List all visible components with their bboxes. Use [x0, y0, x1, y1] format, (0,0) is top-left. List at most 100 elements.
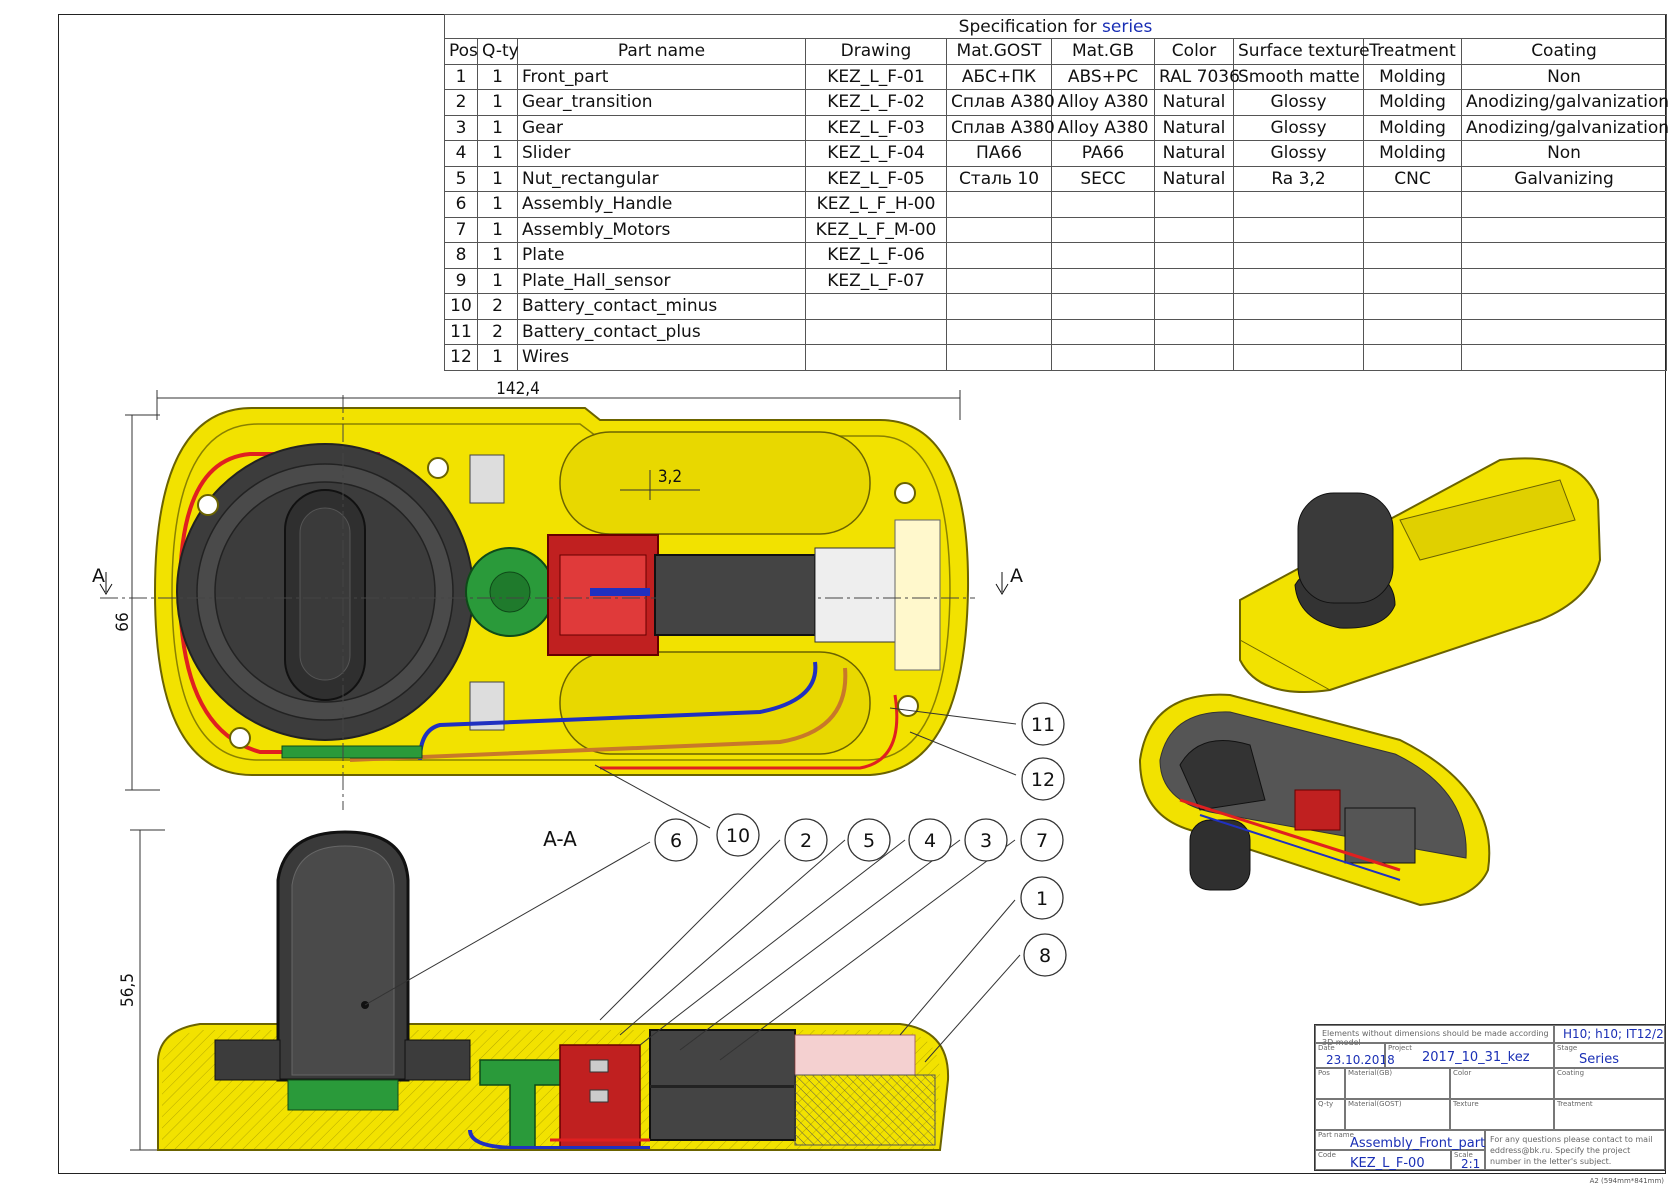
- spec-cell-texture: [1233, 293, 1364, 320]
- dim-width: 142,4: [496, 379, 540, 399]
- tb-material-gb-cell: Material(GB): [1345, 1068, 1450, 1099]
- spec-cell-treatment: CNC: [1363, 165, 1462, 192]
- spec-cell-color: [1154, 318, 1234, 345]
- header-drawing: Drawing: [805, 38, 947, 65]
- spec-cell-treatment: Molding: [1363, 63, 1462, 90]
- spec-cell-name: Wires: [517, 344, 806, 371]
- tb-date-label: Date: [1318, 1044, 1335, 1052]
- tb-contact: For any questions please contact to mail…: [1490, 1135, 1653, 1166]
- spec-cell-gb: ABS+PC: [1051, 63, 1155, 90]
- spec-cell-drawing: [805, 344, 947, 371]
- tb-texture-cell: Texture: [1450, 1099, 1554, 1130]
- tb-stage-cell: Stage Series: [1554, 1043, 1665, 1068]
- tb-pos-label: Pos: [1318, 1069, 1330, 1077]
- tb-texture-label: Texture: [1453, 1100, 1479, 1108]
- iso-view-cutaway: [1138, 693, 1491, 907]
- tb-scale: 2:1: [1461, 1157, 1481, 1171]
- balloon-label: 11: [1031, 714, 1055, 736]
- tb-tolerance: H10; h10; IT12/2: [1563, 1027, 1664, 1041]
- spec-cell-treatment: Molding: [1363, 89, 1462, 116]
- spec-cell-coating: [1460, 344, 1668, 371]
- balloon-label: 10: [726, 825, 750, 847]
- tb-qty-cell: Q-ty: [1315, 1099, 1345, 1130]
- plan-view: [100, 395, 975, 810]
- balloon-label: 12: [1031, 769, 1055, 791]
- spec-cell-gost: АБС+ПК: [946, 63, 1052, 90]
- plate: [281, 745, 423, 759]
- spec-title-value: series: [1102, 16, 1153, 37]
- tb-material-gost-label: Material(GOST): [1348, 1100, 1402, 1108]
- spec-cell-qty: 1: [477, 165, 518, 192]
- spec-cell-gb: SECC: [1051, 165, 1155, 192]
- tb-treatment-cell: Treatment: [1554, 1099, 1665, 1130]
- tb-pos-cell: Pos: [1315, 1068, 1345, 1099]
- spec-cell-coating: [1460, 191, 1668, 218]
- balloon-circle: [1020, 876, 1064, 920]
- tb-stage: Series: [1579, 1052, 1619, 1067]
- tb-date-cell: Date 23.10.2018: [1315, 1043, 1395, 1068]
- spec-cell-name: Gear: [517, 114, 806, 141]
- spec-cell-gb: [1051, 344, 1155, 371]
- balloon-circle: [654, 818, 698, 862]
- section-view: [157, 830, 950, 1151]
- spec-cell-treatment: [1363, 318, 1462, 345]
- spec-cell-name: Nut_rectangular: [517, 165, 806, 192]
- section-marker-left: A: [92, 565, 105, 587]
- header-treatment: Treatment: [1363, 38, 1462, 65]
- spec-cell-drawing: [805, 293, 947, 320]
- balloon-label: 3: [980, 830, 992, 852]
- iso-cut-handle: [1189, 819, 1251, 891]
- section-marker-right: A: [1010, 565, 1023, 587]
- spec-cell-texture: Glossy: [1233, 89, 1364, 116]
- battery-bottom: [559, 651, 871, 755]
- spec-cell-gb: [1051, 267, 1155, 294]
- dim-section-height: 56,5: [118, 973, 138, 1007]
- callouts: [364, 707, 1021, 1063]
- spec-cell-texture: [1233, 216, 1364, 243]
- balloon-circle: [1020, 818, 1064, 862]
- tb-note: Elements without dimensions should be ma…: [1322, 1029, 1549, 1047]
- balloon-label: 6: [670, 830, 682, 852]
- tb-stage-label: Stage: [1557, 1044, 1578, 1052]
- balloon-circle: [847, 818, 891, 862]
- spec-cell-color: Natural: [1154, 114, 1234, 141]
- tb-material-gb-label: Material(GB): [1348, 1069, 1393, 1077]
- header-qty: Q-ty: [477, 38, 519, 65]
- spec-cell-name: Front_part: [517, 63, 806, 90]
- header-mat-gb: Mat.GB: [1051, 38, 1155, 65]
- tb-date: 23.10.2018: [1326, 1053, 1395, 1067]
- tb-part-name: Assembly_Front_part: [1350, 1136, 1486, 1151]
- spec-cell-name: Assembly_Motors: [517, 216, 806, 243]
- spec-cell-drawing: KEZ_L_F-03: [805, 114, 947, 141]
- spec-cell-qty: 1: [477, 267, 518, 294]
- spec-cell-gost: [946, 293, 1052, 320]
- spec-cell-color: [1154, 242, 1234, 269]
- spec-cell-color: Natural: [1154, 140, 1234, 167]
- tb-scale-cell: Scale 2:1: [1451, 1150, 1485, 1171]
- section-arrow-right: [995, 572, 1009, 595]
- balloon-circle: [1023, 933, 1067, 977]
- spec-cell-pos: 5: [444, 165, 478, 192]
- header-coating: Coating: [1460, 38, 1668, 65]
- balloon-label: 8: [1039, 945, 1051, 967]
- tb-code: KEZ_L_F-00: [1350, 1156, 1425, 1171]
- header-mat-gost: Mat.GOST: [946, 38, 1052, 65]
- motor: [654, 554, 816, 636]
- dim-gap: 3,2: [658, 467, 682, 487]
- balloon-circle: [1021, 757, 1065, 801]
- header-surface-texture: Surface texture: [1233, 38, 1370, 65]
- iso-handle: [1297, 492, 1394, 604]
- spec-cell-coating: Anodizing/galvanization: [1460, 89, 1669, 116]
- tb-material-gost-cell: Material(GOST): [1345, 1099, 1450, 1130]
- sheet-size: A2 (594mm*841mm): [1589, 1177, 1664, 1185]
- tb-color-label: Color: [1453, 1069, 1472, 1077]
- spec-cell-pos: 12: [444, 344, 478, 371]
- spec-cell-drawing: KEZ_L_F_M-00: [805, 216, 947, 243]
